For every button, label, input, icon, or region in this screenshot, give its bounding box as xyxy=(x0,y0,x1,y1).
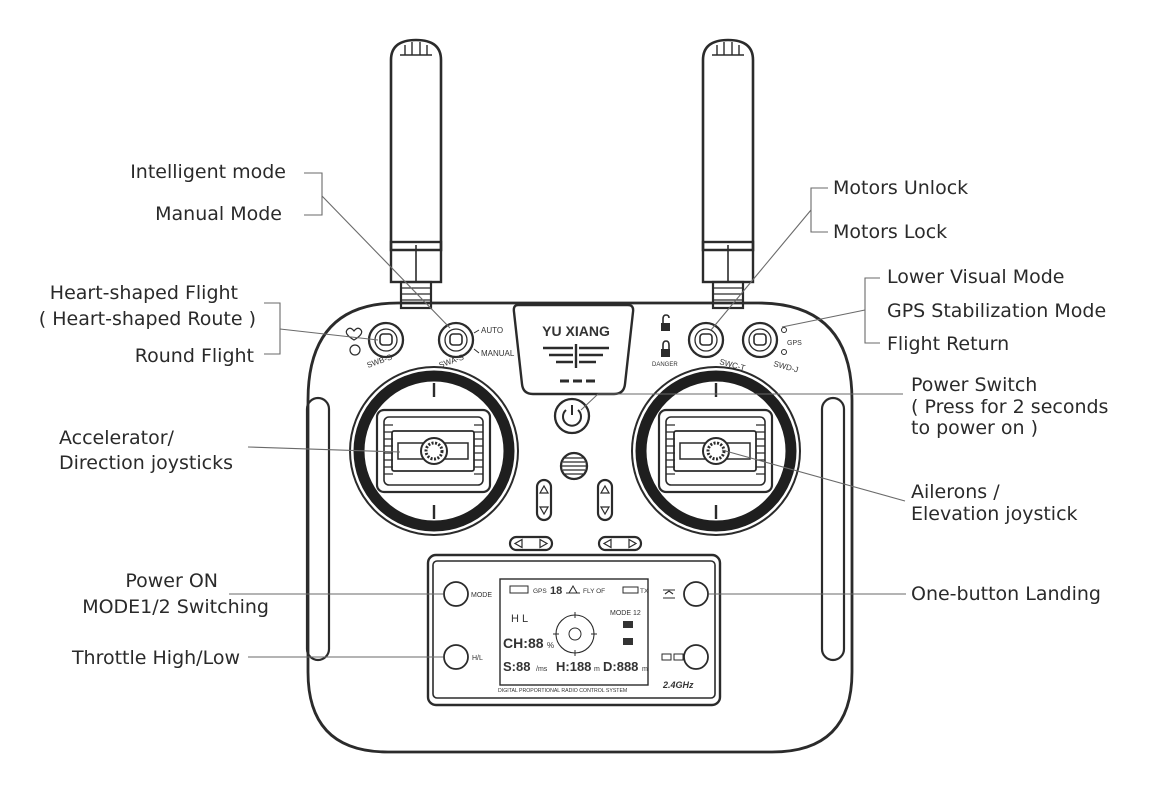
label-motors-unlock: Motors Unlock xyxy=(833,177,968,199)
lcd-ch-value: 88 xyxy=(528,635,544,651)
label-heart-route: ( Heart-shaped Route ) xyxy=(39,308,256,330)
center-knob[interactable] xyxy=(559,451,589,481)
label-round-flight: Round Flight xyxy=(135,345,254,367)
label-throttle: Throttle High/Low xyxy=(71,647,240,669)
lcd-tx: TX xyxy=(640,588,649,595)
manual-label: MANUAL xyxy=(481,349,515,358)
lcd-video-icon xyxy=(623,638,633,645)
lcd-s: S:88 xyxy=(503,659,530,674)
lcd-h-unit: m xyxy=(594,666,600,673)
right-horizontal-trim[interactable] xyxy=(597,535,643,552)
signal-icon xyxy=(566,584,580,594)
lcd-h: H:188 xyxy=(556,659,591,674)
lcd-frequency: 2.4GHz xyxy=(662,680,694,690)
camera-button[interactable] xyxy=(661,644,709,670)
left-antenna xyxy=(389,38,443,310)
lock-icon xyxy=(661,340,670,357)
hl-button[interactable]: H/L xyxy=(443,644,483,670)
label-one-button-landing: One-button Landing xyxy=(911,583,1101,605)
lcd-d-unit: m xyxy=(642,666,648,673)
label-power-hint-1: ( Press for 2 seconds xyxy=(911,396,1108,418)
right-grip xyxy=(820,396,846,662)
auto-label: AUTO xyxy=(481,326,503,335)
mode-button[interactable]: MODE xyxy=(443,581,492,607)
tx-battery-icon xyxy=(622,586,639,594)
gps-label: GPS xyxy=(787,340,802,347)
lcd-gps: GPS xyxy=(533,588,547,595)
video-icon xyxy=(673,653,684,661)
lcd-readout: GPS 18 FLY OF TX H L MODE 12 CH: 88 % S:… xyxy=(498,584,694,694)
lcd-hl: H L xyxy=(511,613,528,625)
lcd-ch: CH: xyxy=(503,635,528,651)
label-intelligent-mode: Intelligent mode xyxy=(130,161,286,183)
lcd-mode: MODE 12 xyxy=(610,610,641,617)
power-button[interactable] xyxy=(553,397,591,435)
switch-swb[interactable]: SWB-S xyxy=(345,321,405,370)
left-grip xyxy=(305,396,331,662)
battery-icon xyxy=(509,585,529,594)
camera-icon xyxy=(661,653,672,661)
brand-text: YU XIANG xyxy=(542,323,610,339)
round-icon xyxy=(349,344,361,356)
switch-swa[interactable]: AUTO MANUAL SWA-S xyxy=(438,321,515,370)
danger-label: DANGER xyxy=(652,362,678,368)
unlock-icon xyxy=(661,314,670,331)
lcd-camera-icon xyxy=(623,621,633,628)
label-elevation-joystick: Elevation joystick xyxy=(911,503,1078,525)
lcd-footer: DIGITAL PROPORTIONAL RADIO CONTROL SYSTE… xyxy=(498,688,627,694)
mode-button-label: MODE xyxy=(471,592,492,599)
right-joystick[interactable] xyxy=(631,366,801,536)
switch-swd[interactable]: GPS SWD-J xyxy=(741,321,802,374)
landing-button[interactable] xyxy=(663,581,709,607)
label-power-hint-2: to power on ) xyxy=(911,417,1038,439)
label-flight-return: Flight Return xyxy=(887,333,1009,355)
landing-icon xyxy=(663,589,675,599)
left-horizontal-trim[interactable] xyxy=(508,535,554,552)
right-antenna xyxy=(701,38,755,310)
compass-icon xyxy=(553,612,597,656)
label-heart-flight: Heart-shaped Flight xyxy=(50,282,238,304)
label-power-switch: Power Switch xyxy=(911,374,1037,396)
heart-icon xyxy=(345,327,363,341)
leader-lines xyxy=(229,172,906,658)
switch-swc[interactable]: DANGER SWC-T xyxy=(652,314,746,373)
lcd-fly-status: FLY OF xyxy=(583,588,605,595)
right-vertical-trim[interactable] xyxy=(596,478,614,522)
lcd-ch-unit: % xyxy=(547,641,554,650)
label-power-on: Power ON xyxy=(125,570,218,592)
lcd-s-unit: /ms xyxy=(536,666,548,673)
lcd-gps-count: 18 xyxy=(550,585,562,597)
swd-label: SWD-J xyxy=(772,359,799,374)
brand-plate: YU XIANG xyxy=(512,303,635,396)
label-direction-joysticks: Direction joysticks xyxy=(59,452,233,474)
power-icon xyxy=(562,405,582,427)
left-joystick[interactable] xyxy=(349,366,519,536)
label-lower-visual: Lower Visual Mode xyxy=(887,266,1065,288)
hl-button-label: H/L xyxy=(472,655,483,662)
label-gps-stabilization: GPS Stabilization Mode xyxy=(887,300,1106,322)
left-vertical-trim[interactable] xyxy=(535,478,553,522)
label-accelerator: Accelerator/ xyxy=(59,427,175,449)
label-motors-lock: Motors Lock xyxy=(833,221,947,243)
controller-body xyxy=(306,301,854,754)
label-manual-mode: Manual Mode xyxy=(155,203,282,225)
label-ailerons: Ailerons / xyxy=(911,481,1000,503)
label-mode-switching: MODE1/2 Switching xyxy=(82,596,269,618)
lcd-panel xyxy=(426,553,722,707)
lcd-d: D:888 xyxy=(603,659,638,674)
